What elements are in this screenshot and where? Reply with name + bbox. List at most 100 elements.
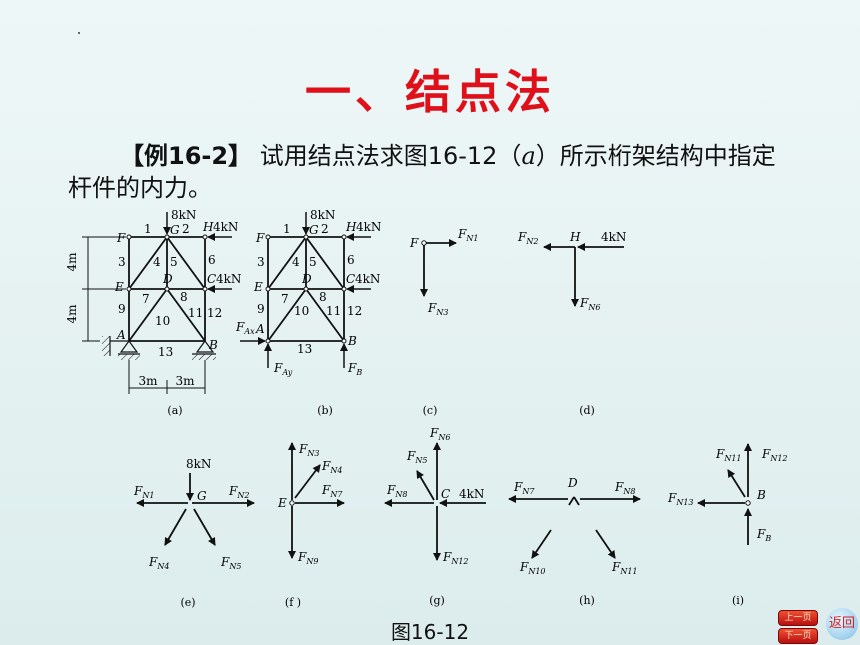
f-force-fn7: FN7	[321, 483, 343, 499]
f-force-fn9: FN9	[297, 550, 318, 566]
f-force-fn3: FN3	[298, 442, 319, 458]
label-a: (a)	[167, 404, 182, 417]
fbd-d-labels: FN2 H 4kN FN6	[517, 230, 626, 312]
b-node-f: F	[255, 231, 265, 245]
a-node-g: G	[170, 223, 180, 237]
a-node-e: E	[114, 280, 124, 294]
h-node-d: D	[567, 476, 578, 490]
a-member-9: 9	[118, 302, 126, 316]
b-member-9: 9	[257, 302, 265, 316]
d-node-h: H	[569, 230, 581, 244]
a-member-3: 3	[118, 255, 126, 269]
b-node-a: A	[255, 322, 265, 336]
label-c: (c)	[423, 404, 438, 417]
b-node-g: G	[309, 223, 319, 237]
b-member-2: 2	[321, 222, 329, 236]
e-force-fn5: FN5	[220, 555, 241, 571]
label-d: (d)	[579, 404, 595, 417]
a-member-5: 5	[170, 255, 178, 269]
a-node-c: C	[207, 272, 216, 286]
b-node-h: H	[345, 220, 357, 234]
problem-italic-a: a	[521, 142, 536, 170]
fbd-f	[288, 442, 345, 559]
a-member-11: 11	[188, 306, 203, 320]
b-force-fay: FAy	[273, 361, 293, 377]
b-load-g: 8kN	[310, 208, 335, 222]
a-member-13: 13	[158, 345, 173, 359]
slide-title: 一、结点法	[305, 65, 555, 119]
f-force-fn4: FN4	[321, 459, 342, 475]
a-member-1: 1	[144, 222, 152, 236]
b-node-c: C	[346, 272, 355, 286]
prev-page-button[interactable]: 上一页	[778, 610, 818, 626]
b-member-12: 12	[347, 304, 362, 318]
a-member-2: 2	[182, 222, 190, 236]
problem-statement: 【例16-2】 试用结点法求图16-12（a）所示桁架结构中指定杆件的内力。	[68, 140, 798, 204]
i-force-fb: FB	[756, 527, 771, 543]
d-force-fn6: FN6	[579, 296, 600, 312]
i-force-fn13: FN13	[667, 491, 694, 507]
h-force-fn10: FN10	[519, 560, 546, 576]
g-force-fn8: FN8	[386, 483, 407, 499]
b-member-4: 4	[292, 255, 300, 269]
next-page-button[interactable]: 下一页	[778, 628, 818, 644]
problem-text-part2: ）所示桁架结构中指定杆件的内力。	[68, 142, 776, 202]
b-force-fax: FAx	[235, 320, 255, 336]
truss-a-dimensions	[82, 236, 206, 394]
dim-w2: 3m	[175, 374, 195, 388]
h-force-fn7: FN7	[513, 480, 535, 496]
a-member-6: 6	[208, 253, 216, 267]
d-load-h: 4kN	[601, 230, 626, 244]
label-h: (h)	[579, 594, 595, 607]
b-member-8: 8	[319, 290, 327, 304]
truss-a-nodes	[126, 234, 208, 292]
e-node-g: G	[197, 489, 207, 503]
a-member-4: 4	[153, 255, 161, 269]
a-node-f: F	[116, 231, 126, 245]
a-member-8: 8	[180, 290, 188, 304]
a-load-c: 4kN	[216, 272, 241, 286]
dim-h2: 4m	[65, 304, 79, 324]
figure-caption: 图16-12	[390, 620, 470, 644]
b-member-11: 11	[326, 304, 341, 318]
c-force-fn3: FN3	[427, 301, 448, 317]
example-tag: 【例16-2】	[120, 142, 253, 170]
truss-b-nodes	[265, 234, 347, 344]
b-node-e: E	[253, 280, 263, 294]
b-load-h: 4kN	[356, 220, 381, 234]
truss-b-labels: 8kN H 4kN C 4kN F G E D A B 1 2 3 4 5 6 …	[235, 208, 381, 377]
a-member-12: 12	[207, 306, 222, 320]
e-force-fn4: FN4	[148, 555, 169, 571]
b-member-7: 7	[281, 292, 289, 306]
f-node-e: E	[277, 496, 287, 510]
a-node-a: A	[116, 328, 126, 342]
g-load-c: 4kN	[459, 487, 484, 501]
e-force-fn2: FN2	[228, 484, 249, 500]
c-node-f: F	[409, 236, 419, 250]
fbd-f-labels: FN3 FN4 E FN7 FN9	[277, 442, 343, 566]
fbd-i-labels: FN11 FN12 B FN13 FB	[667, 447, 788, 543]
b-load-c: 4kN	[355, 272, 380, 286]
decorative-dot	[78, 32, 80, 34]
dim-h1: 4m	[65, 252, 79, 272]
b-member-10: 10	[294, 304, 309, 318]
d-force-fn2: FN2	[517, 230, 538, 246]
fbd-g-labels: FN6 FN5 FN8 C 4kN FN12	[386, 426, 484, 566]
e-load-g: 8kN	[186, 457, 211, 471]
i-force-fn11: FN11	[715, 447, 742, 463]
fbd-h-labels: FN7 D FN8 FN10 FN11	[513, 476, 638, 576]
truss-a-loads	[163, 212, 232, 293]
a-load-h: 4kN	[213, 220, 238, 234]
back-button[interactable]: 返回	[826, 608, 858, 640]
label-f: (f )	[285, 596, 301, 609]
a-node-h: H	[202, 220, 214, 234]
g-force-fn12: FN12	[442, 550, 469, 566]
b-node-b: B	[347, 334, 357, 348]
fbd-c	[420, 239, 457, 297]
fbd-e-labels: 8kN FN1 G FN2 FN4 FN5	[133, 457, 249, 571]
h-force-fn8: FN8	[614, 480, 635, 496]
problem-text-part1: 试用结点法求图16-12（	[252, 142, 522, 170]
a-member-7: 7	[142, 292, 150, 306]
fbd-g	[384, 442, 486, 561]
